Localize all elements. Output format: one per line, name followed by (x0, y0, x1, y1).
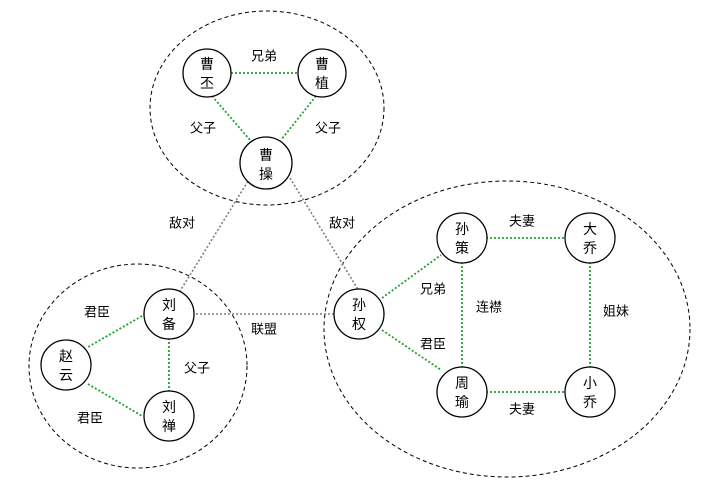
svg-text:曹: 曹 (259, 148, 273, 164)
group-wei (149, 10, 385, 206)
edge-label: 君臣 (420, 338, 446, 353)
node-liubei: 刘 备 (143, 288, 195, 340)
edge-sunce-zhouyu: 连襟 (461, 262, 502, 368)
svg-text:孙: 孙 (352, 298, 366, 314)
edge-caopi-caozhi: 兄弟 (231, 50, 298, 74)
edge-caozhi-caocao: 父子 (280, 95, 341, 141)
svg-text:小: 小 (583, 376, 597, 392)
edge-label: 联盟 (251, 323, 277, 338)
svg-text:乔: 乔 (583, 241, 597, 257)
edge-daqiao-xiaoqiao: 姐妹 (589, 262, 629, 368)
svg-text:乔: 乔 (583, 395, 597, 411)
edge-label: 父子 (184, 362, 210, 377)
svg-text:刘: 刘 (162, 298, 176, 314)
node-caozhi: 曹 植 (297, 48, 347, 98)
group-shu (28, 263, 248, 469)
edge-label: 兄弟 (251, 50, 277, 65)
edge-label: 敌对 (329, 217, 355, 232)
node-caopi: 曹 丕 (182, 48, 232, 98)
svg-text:丕: 丕 (200, 76, 214, 92)
edge-label: 兄弟 (420, 283, 446, 298)
svg-text:大: 大 (583, 222, 597, 238)
edge-caocao-liubei: 敌对 (169, 177, 251, 297)
node-caocao: 曹 操 (239, 136, 293, 190)
edge-label: 父子 (315, 122, 341, 137)
edge-label: 君臣 (84, 306, 110, 321)
svg-text:孙: 孙 (455, 222, 469, 238)
edge-liubei-liushan: 父子 (168, 338, 210, 392)
node-sunquan: 孙 权 (333, 288, 385, 340)
svg-text:瑜: 瑜 (455, 395, 469, 411)
svg-text:赵: 赵 (59, 349, 73, 365)
edge-label: 君臣 (77, 412, 103, 427)
node-xiaoqiao: 小 乔 (564, 366, 616, 418)
edge-label: 夫妻 (509, 215, 535, 230)
svg-text:禅: 禅 (162, 419, 176, 435)
svg-text:植: 植 (315, 76, 329, 92)
edge-sunce-daqiao: 夫妻 (486, 215, 566, 239)
edge-label: 父子 (190, 122, 216, 137)
svg-text:曹: 曹 (315, 57, 329, 73)
svg-text:刘: 刘 (162, 400, 176, 416)
group-wu (323, 180, 691, 478)
svg-text:策: 策 (455, 240, 469, 257)
edge-label: 姐妹 (603, 305, 629, 320)
node-zhaoyun: 赵 云 (40, 339, 92, 391)
node-zhouyu: 周 瑜 (436, 366, 488, 418)
edge-liubei-zhaoyun: 君臣 (84, 306, 143, 348)
edge-label: 敌对 (169, 217, 195, 232)
svg-text:周: 周 (455, 376, 469, 392)
edge-zhaoyun-liushan: 君臣 (77, 383, 143, 427)
edge-sunquan-zhouyu: 君臣 (381, 329, 446, 371)
edge-label: 连襟 (476, 300, 502, 316)
svg-text:权: 权 (352, 317, 366, 333)
edge-label: 夫妻 (509, 403, 535, 418)
node-daqiao: 大 乔 (564, 212, 616, 264)
svg-text:云: 云 (59, 368, 73, 384)
node-sunce: 孙 策 (436, 212, 488, 264)
edge-caocao-sunquan: 敌对 (289, 177, 363, 297)
svg-text:操: 操 (259, 167, 273, 183)
edge-caopi-caocao: 父子 (190, 95, 251, 141)
edge-zhouyu-xiaoqiao: 夫妻 (486, 391, 566, 418)
edge-sunquan-sunce: 兄弟 (381, 254, 446, 299)
edge-liubei-sunquan: 联盟 (196, 313, 334, 338)
svg-text:曹: 曹 (200, 57, 214, 73)
svg-text:备: 备 (162, 316, 176, 333)
node-liushan: 刘 禅 (143, 390, 195, 442)
